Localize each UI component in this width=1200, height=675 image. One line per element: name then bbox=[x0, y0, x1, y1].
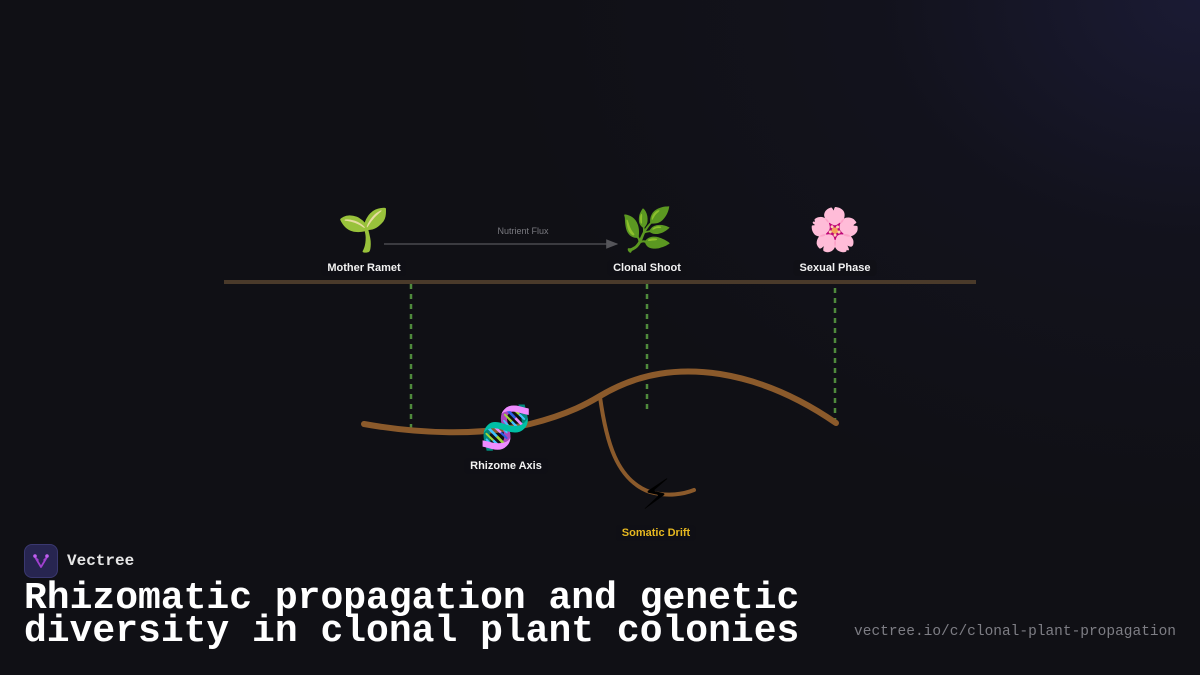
title-line-1: Rhizomatic propagation and genetic bbox=[24, 577, 800, 620]
edge-label-nutrient-flux: Nutrient Flux bbox=[497, 226, 549, 236]
title-line-2: diversity in clonal plant colonies bbox=[24, 610, 800, 653]
node-sexual-phase[interactable]: 🌸 Sexual Phase bbox=[793, 205, 877, 276]
lightning-icon: ⚡ bbox=[641, 470, 671, 519]
seedling-icon: 🌱 bbox=[337, 205, 391, 254]
brand: Vectree bbox=[24, 544, 134, 578]
node-somatic-drift[interactable]: ⚡ Somatic Drift bbox=[615, 470, 697, 541]
node-label: Rhizome Axis bbox=[464, 458, 548, 474]
page-title: Rhizomatic propagation and genetic diver… bbox=[24, 580, 799, 651]
source-url[interactable]: vectree.io/c/clonal-plant-propagation bbox=[854, 624, 1176, 640]
cherry-blossom-icon: 🌸 bbox=[808, 205, 862, 254]
node-mother-ramet[interactable]: 🌱 Mother Ramet bbox=[321, 205, 407, 276]
brand-name: Vectree bbox=[67, 552, 135, 570]
node-label: Mother Ramet bbox=[321, 260, 407, 276]
node-label: Somatic Drift bbox=[615, 525, 697, 541]
dna-icon: 🧬 bbox=[479, 403, 533, 452]
rhizome-branch bbox=[598, 395, 696, 497]
vectree-logo-icon bbox=[24, 544, 58, 578]
node-label: Sexual Phase bbox=[793, 260, 877, 276]
node-clonal-shoot[interactable]: 🌿 Clonal Shoot bbox=[607, 206, 687, 276]
node-rhizome-axis[interactable]: 🧬 Rhizome Axis bbox=[464, 404, 548, 474]
herb-icon: 🌿 bbox=[620, 205, 674, 254]
node-label: Clonal Shoot bbox=[607, 260, 687, 276]
